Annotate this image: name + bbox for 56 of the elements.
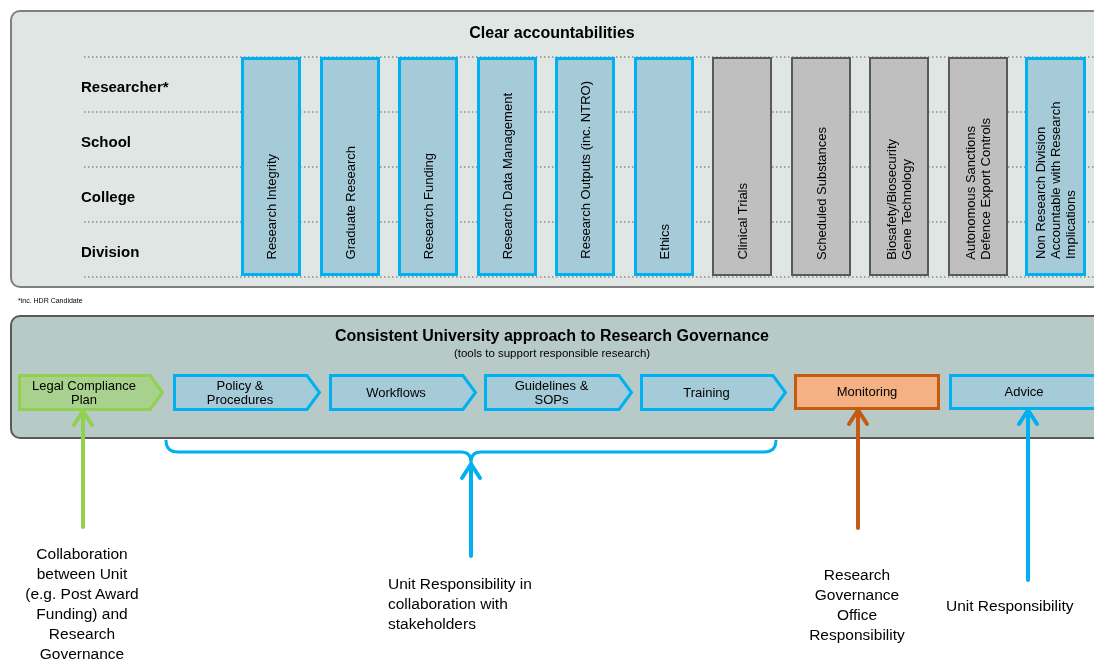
step-label: Workflows [366,385,426,400]
column-label: Ethics [656,223,672,259]
row-heading: School [81,133,131,150]
step-label: Legal Compliance Plan [30,378,138,407]
section-panel [10,10,1094,288]
chevron-step [18,374,164,411]
section-panel [10,315,1094,439]
row-heading: Division [81,243,140,260]
accountability-column [320,57,380,276]
column-label: Defence Export Controls [978,118,993,260]
column-label: Autonomous Sanctions [963,126,978,260]
panel-title: Clear accountabilities [468,24,636,42]
row-heading: College [81,188,136,205]
step-label: Policy & Procedures [205,378,275,407]
step-label: Advice [1004,385,1044,399]
accountability-column [398,57,458,276]
chevron-step [173,374,321,411]
column-label: Research Data Management [499,92,515,259]
step-label: Guidelines & SOPs [513,378,590,407]
accountability-column [712,57,772,276]
chevron-step [640,374,787,411]
chevron-step [484,374,633,411]
column-label: Biosafety/Biosecurity [884,139,899,260]
column-label: Gene Technology [899,159,914,260]
column-label: Clinical Trials [734,183,750,260]
arrow [1017,408,1039,582]
arrow [72,409,94,529]
column-label: Research Funding [420,152,436,259]
column-label: Scheduled Substances [813,127,829,260]
panel-title: Consistent University approach to Research Governance [334,327,770,345]
step-box [949,374,1094,410]
accountability-column [477,57,537,276]
panel-subtitle: (tools to support responsible research) [452,347,652,359]
arrow [460,462,482,558]
chevron-step [329,374,477,411]
step-label: Training [683,385,730,400]
responsibility-note: Unit Responsibility [946,596,1075,616]
accountability-column [241,57,301,276]
accountability-column [791,57,851,276]
column-label: Non Research Division Accountable with Research Implications [1033,100,1078,259]
bracket [164,440,778,464]
step-box [794,374,940,410]
arrow [847,408,869,530]
column-label: Research Outputs (inc. NTRO) [577,81,593,259]
accountability-column [948,57,1008,276]
accountability-column [1025,57,1086,276]
responsibility-note: Research Governance Office Responsibility [808,565,906,645]
responsibility-note: Collaboration between Unit (e.g. Post Award Funding) and Research Governance [24,544,140,662]
row-heading: Researcher* [81,78,169,95]
responsibility-note: Unit Responsibility in collaboration with stakeholders [388,574,533,634]
column-label: Graduate Research [342,145,358,259]
column-label: Research Integrity [263,153,279,259]
step-label: Monitoring [836,385,898,399]
accountability-column [555,57,615,276]
accountability-column [634,57,694,276]
accountability-column [869,57,929,276]
